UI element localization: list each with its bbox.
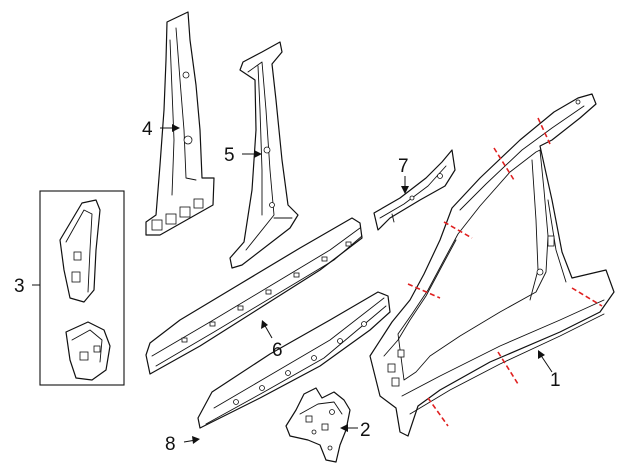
part-8-rocker bbox=[197, 291, 391, 429]
callout-1: 1 bbox=[550, 370, 561, 391]
part-2-bracket bbox=[285, 387, 351, 463]
cut-line bbox=[497, 351, 519, 385]
callout-5: 5 bbox=[224, 145, 235, 166]
callout-8: 8 bbox=[165, 434, 176, 455]
callout-2: 2 bbox=[360, 420, 371, 441]
part-3-box bbox=[39, 190, 125, 386]
cut-line bbox=[571, 287, 603, 307]
cut-line bbox=[537, 117, 551, 145]
callout-6: 6 bbox=[272, 340, 283, 361]
part-6-rocker bbox=[145, 217, 363, 375]
part-4-pillar bbox=[145, 11, 215, 236]
callout-labels: 1 2 3 4 5 6 7 8 bbox=[14, 119, 561, 455]
cut-line bbox=[443, 221, 473, 239]
callout-4: 4 bbox=[142, 119, 153, 140]
part-5-pillar bbox=[229, 41, 299, 269]
cut-lines bbox=[407, 117, 603, 427]
callout-7: 7 bbox=[398, 156, 409, 177]
cut-line bbox=[407, 283, 441, 299]
part-7-bracket bbox=[373, 149, 456, 231]
cut-line bbox=[427, 397, 449, 427]
cut-line bbox=[493, 147, 515, 181]
part-1-body-side-frame bbox=[369, 93, 615, 437]
callout-3: 3 bbox=[14, 276, 25, 297]
leaders bbox=[32, 124, 553, 444]
